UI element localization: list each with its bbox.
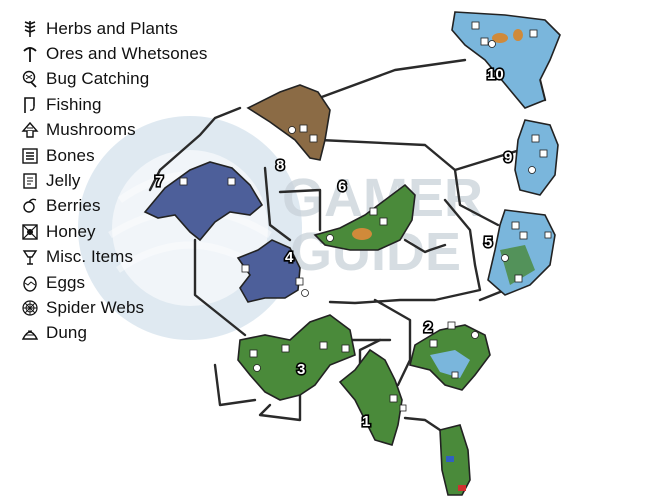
legend-item-berries: Berries <box>18 194 208 219</box>
legend-item-ores: Ores and Whetsones <box>18 41 208 66</box>
zone-3-label: 3 <box>297 361 305 378</box>
legend-item-honey: Honey <box>18 219 208 244</box>
legend-label: Misc. Items <box>46 247 134 267</box>
legend-item-bones: Bones <box>18 143 208 168</box>
legend-item-eggs: Eggs <box>18 270 208 295</box>
honey-icon <box>18 222 42 242</box>
legend-label: Mushrooms <box>46 120 136 140</box>
legend-label: Spider Webs <box>46 297 145 317</box>
mushroom-icon <box>18 120 42 140</box>
zone-8-label: 8 <box>276 157 284 174</box>
misc-item-icon <box>18 247 42 267</box>
zone-9-label: 9 <box>504 149 512 166</box>
legend-label: Honey <box>46 221 96 241</box>
legend-label: Dung <box>46 323 88 343</box>
zone-9[interactable] <box>514 119 559 196</box>
zone-10-label: 10 <box>487 66 504 83</box>
legend-label: Herbs and Plants <box>46 18 179 38</box>
zone-7-label: 7 <box>155 173 163 190</box>
legend-label: Fishing <box>46 94 102 114</box>
resource-icons <box>179 21 552 412</box>
herb-icon <box>18 19 42 39</box>
legend-item-bugs: Bug Catching <box>18 67 208 92</box>
jelly-icon <box>18 171 42 191</box>
bone-icon <box>18 146 42 166</box>
zone-2-label: 2 <box>424 319 432 336</box>
legend-item-fishing: Fishing <box>18 92 208 117</box>
legend-item-mushrooms: Mushrooms <box>18 118 208 143</box>
legend-label: Eggs <box>46 272 86 292</box>
fishing-icon <box>18 95 42 115</box>
egg-icon <box>18 273 42 293</box>
base-camp[interactable] <box>439 424 471 496</box>
legend-item-misc: Misc. Items <box>18 245 208 270</box>
legend-label: Jelly <box>46 171 81 191</box>
zone-labels: 1 2 3 4 5 6 7 8 9 10 <box>153 64 514 431</box>
dung-icon <box>18 323 42 343</box>
zone-1[interactable] <box>338 348 403 446</box>
zone-3[interactable] <box>237 314 356 401</box>
spider-web-icon <box>18 298 42 318</box>
zone-10[interactable] <box>451 11 561 109</box>
legend-item-spider-webs: Spider Webs <box>18 295 208 320</box>
zone-6-label: 6 <box>338 178 346 195</box>
legend-label: Bug Catching <box>46 69 150 89</box>
legend-label: Berries <box>46 196 101 216</box>
legend-label: Bones <box>46 145 95 165</box>
zone-5[interactable] <box>487 209 556 296</box>
zone-4[interactable] <box>236 239 301 303</box>
zone-1-label: 1 <box>362 413 370 430</box>
zone-8[interactable] <box>246 84 331 161</box>
legend-item-dung: Dung <box>18 321 208 346</box>
zone-4-label: 4 <box>285 249 294 266</box>
legend: Herbs and Plants Ores and Whetsones Bug … <box>18 16 208 346</box>
zone-5-label: 5 <box>484 234 492 251</box>
bug-net-icon <box>18 69 42 89</box>
legend-label: Ores and Whetsones <box>46 44 208 64</box>
berry-icon <box>18 196 42 216</box>
legend-item-jelly: Jelly <box>18 168 208 193</box>
pickaxe-icon <box>18 44 42 64</box>
zone-6[interactable] <box>313 183 416 251</box>
legend-item-herbs: Herbs and Plants <box>18 16 208 41</box>
